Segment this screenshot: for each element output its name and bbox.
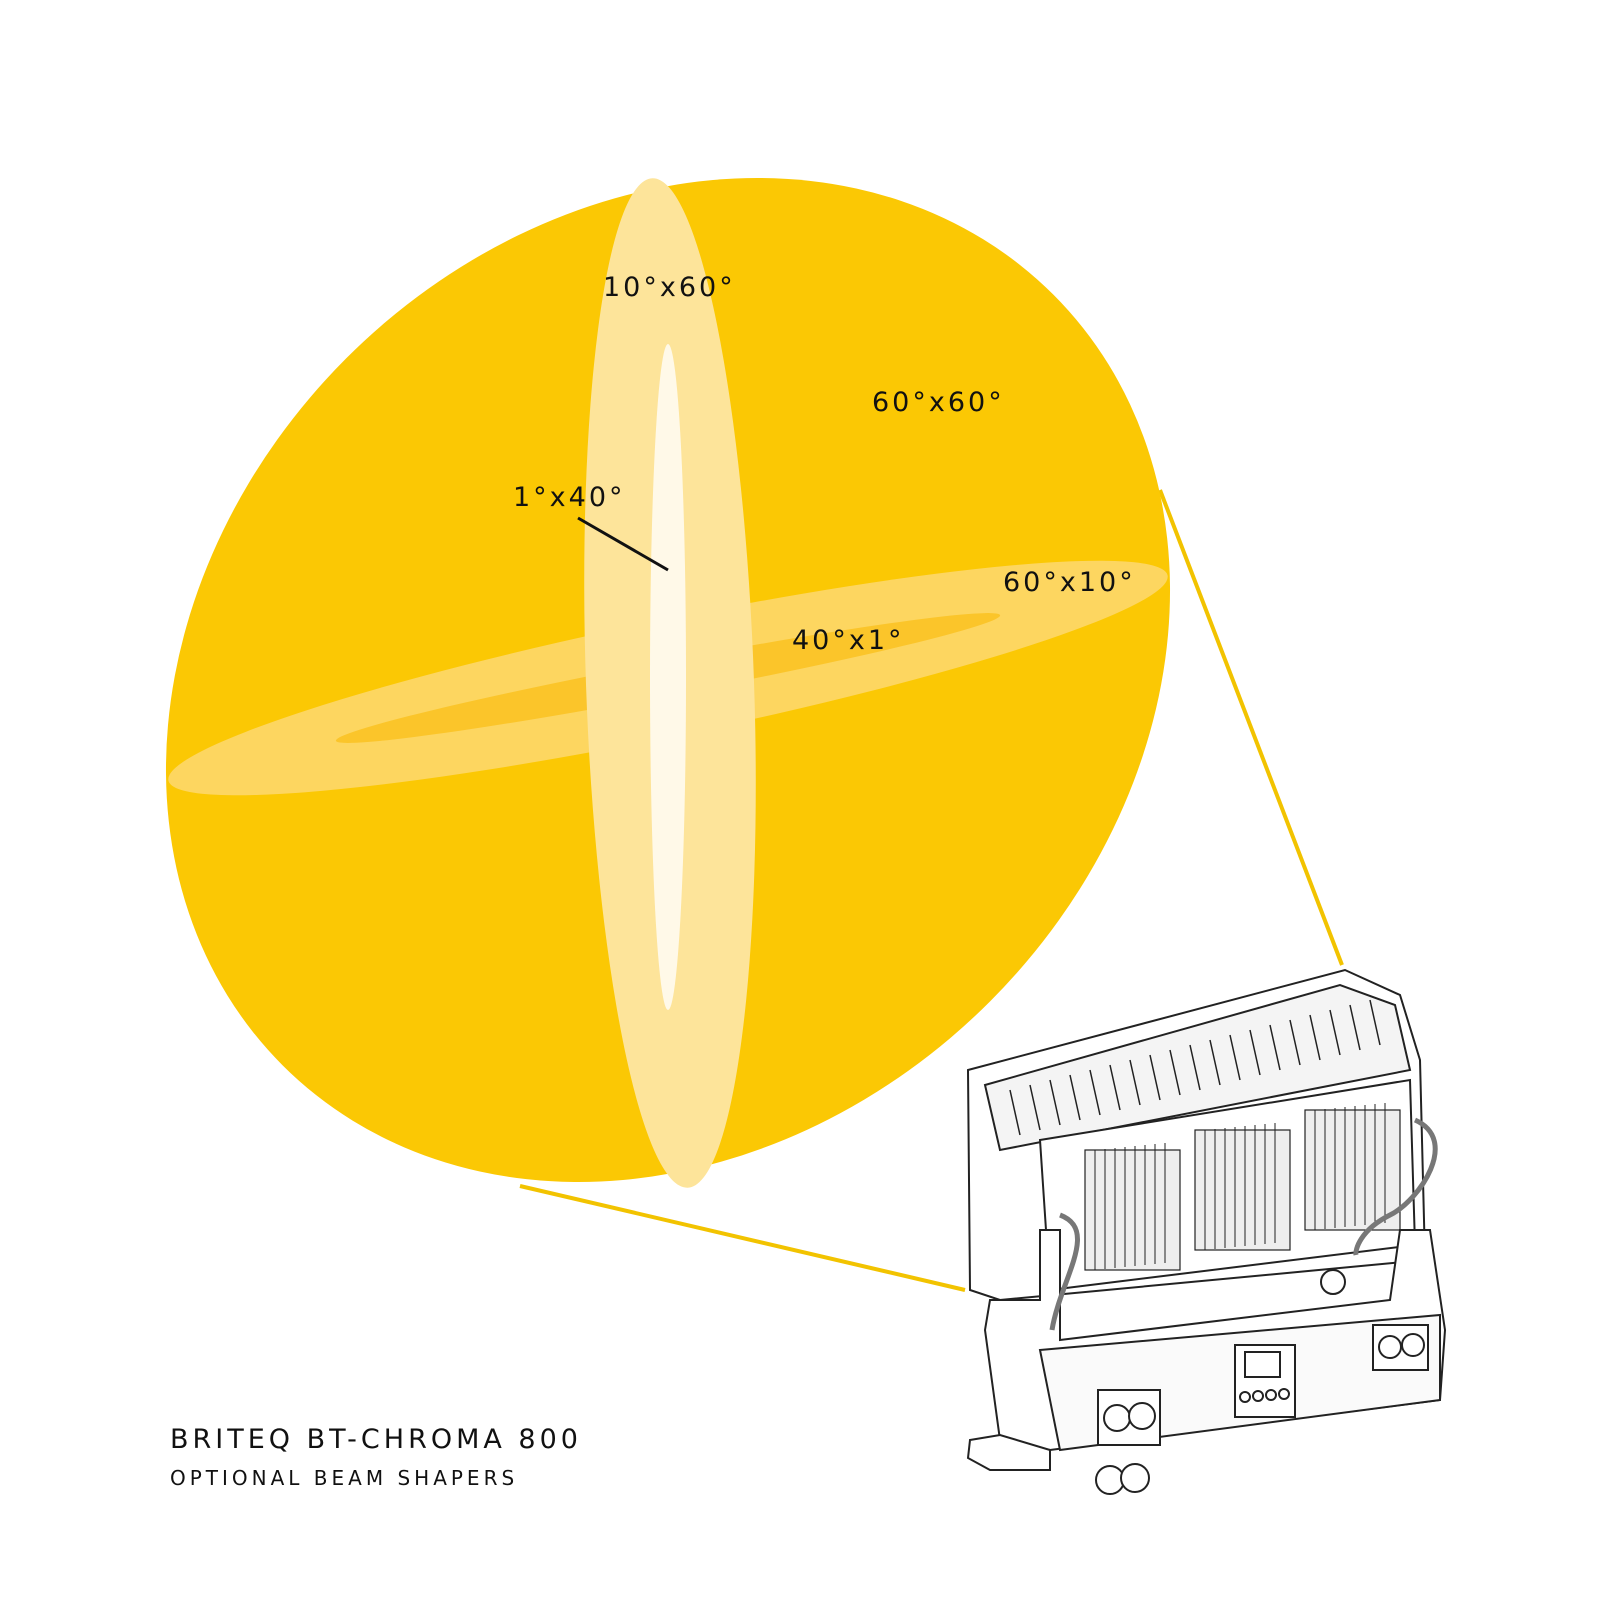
label-10x60: 10°x60° <box>603 272 736 303</box>
leader-line-1x40 <box>577 516 669 572</box>
beam-1x40 <box>650 344 686 1010</box>
label-60x10: 60°x10° <box>1003 567 1136 598</box>
fixture-illustration <box>966 968 1447 1495</box>
caption-subtitle: OPTIONAL BEAM SHAPERS <box>170 1466 519 1490</box>
beam-edge-line-bottom <box>519 1184 966 1292</box>
label-1x40: 1°x40° <box>513 482 626 513</box>
fixture-cables <box>1049 1117 1438 1331</box>
label-40x1: 40°x1° <box>792 625 905 656</box>
caption-title: BRITEQ BT-CHROMA 800 <box>170 1424 582 1455</box>
label-60x60: 60°x60° <box>872 387 1005 418</box>
beam-edge-line-top <box>1158 489 1344 966</box>
